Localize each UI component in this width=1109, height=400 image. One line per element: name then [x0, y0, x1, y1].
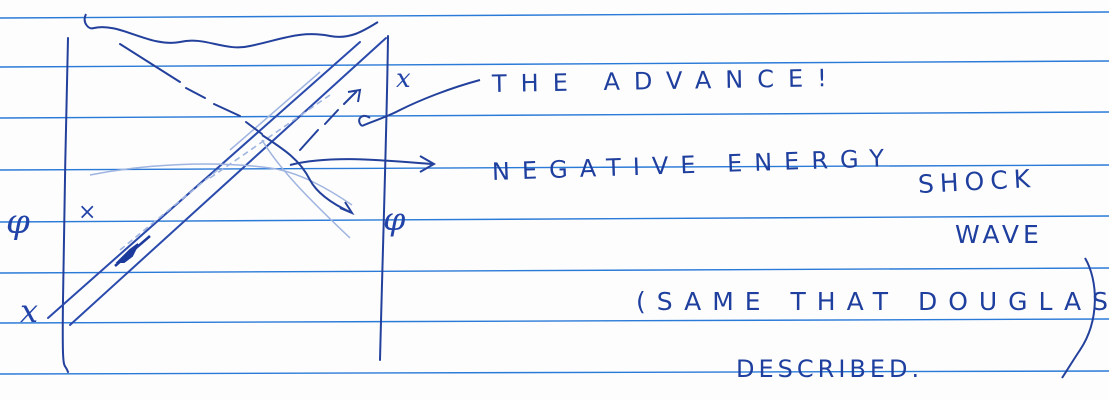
ruled-line	[0, 370, 1109, 375]
pointer-arrowhead	[419, 155, 437, 173]
faint-ray	[119, 167, 221, 251]
right-boundary-line	[379, 35, 389, 361]
pointer-advance	[361, 79, 481, 127]
note-wave: WAVE	[955, 220, 1043, 249]
ruled-line	[0, 318, 1109, 324]
dashed-to-x	[299, 91, 357, 151]
arrow-head-x	[347, 88, 362, 103]
curve-to-x	[261, 134, 351, 213]
curve-arrowhead	[339, 201, 355, 216]
ruled-line	[0, 267, 1109, 274]
pointer-negative-energy	[289, 158, 433, 166]
x-topright-label: x	[396, 64, 411, 94]
diagonal-ray	[47, 41, 361, 319]
note-shock: SHOCK	[917, 163, 1037, 199]
left-boundary-line	[61, 37, 69, 373]
ruled-line	[0, 215, 1109, 223]
note-described: DESCRIBED.	[736, 355, 924, 383]
pencil-solid-lines	[89, 71, 353, 239]
light-rays	[47, 37, 387, 326]
closing-parenthesis	[1061, 257, 1096, 379]
pointer-loop	[358, 114, 371, 127]
faint-curve	[261, 139, 351, 239]
spaceship-line	[114, 235, 151, 267]
wavy-singularity-line	[83, 13, 379, 49]
diagonal-ray	[69, 37, 387, 326]
faint-curve	[89, 163, 353, 206]
dashed-ray	[119, 43, 263, 135]
ruled-line	[0, 164, 1109, 171]
phi-left-label: φ	[6, 202, 30, 242]
note-same-that-douglas: (SAME THAT DOUGLAS	[636, 287, 1109, 316]
boundary-lines	[61, 35, 389, 373]
x-bottom-label: x	[20, 292, 39, 330]
x-left-label: ×	[78, 200, 97, 225]
ruled-line	[0, 11, 1109, 19]
phi-right-label: φ	[383, 200, 406, 238]
ruled-line	[0, 111, 1109, 119]
ruled-line	[0, 60, 1109, 68]
faint-ray	[229, 71, 321, 151]
